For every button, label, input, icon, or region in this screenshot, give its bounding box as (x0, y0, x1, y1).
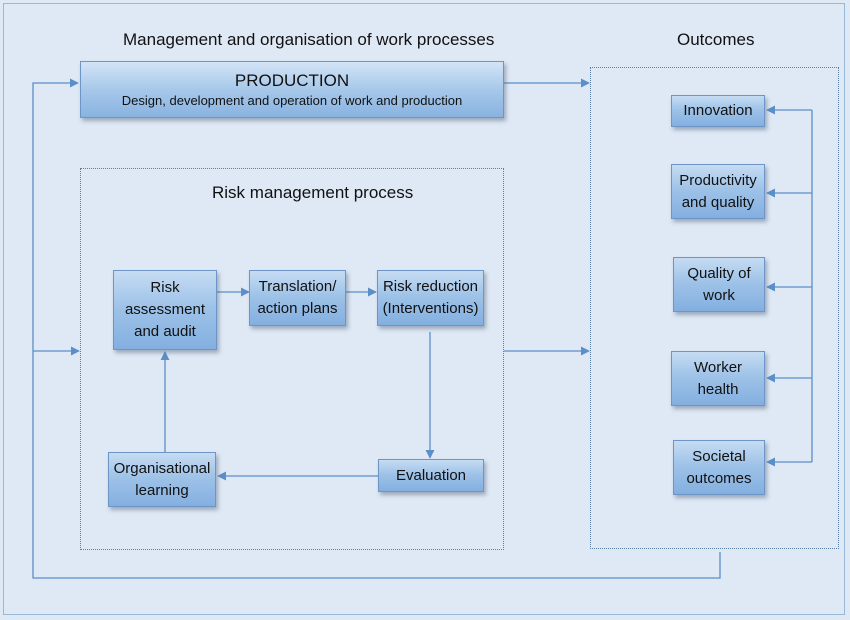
outcomes-heading: Outcomes (677, 30, 755, 49)
translation-box: Translation/action plans (249, 270, 346, 326)
management-heading: Management and organisation of work proc… (123, 30, 495, 49)
production-subtitle: Design, development and operation of wor… (121, 92, 463, 108)
production-box: PRODUCTION Design, development and opera… (80, 61, 504, 118)
risk-reduction-box: Risk reduction(Interventions) (377, 270, 484, 326)
outcomes-region (590, 67, 839, 549)
production-title: PRODUCTION (234, 70, 350, 90)
innovation-box: Innovation (671, 95, 765, 127)
feedback-loop-line (32, 78, 721, 579)
diagram-frame (3, 3, 845, 615)
evaluation-box: Evaluation (378, 459, 484, 492)
risk-management-region (80, 168, 504, 550)
risk-management-heading: Risk management process (212, 183, 414, 202)
